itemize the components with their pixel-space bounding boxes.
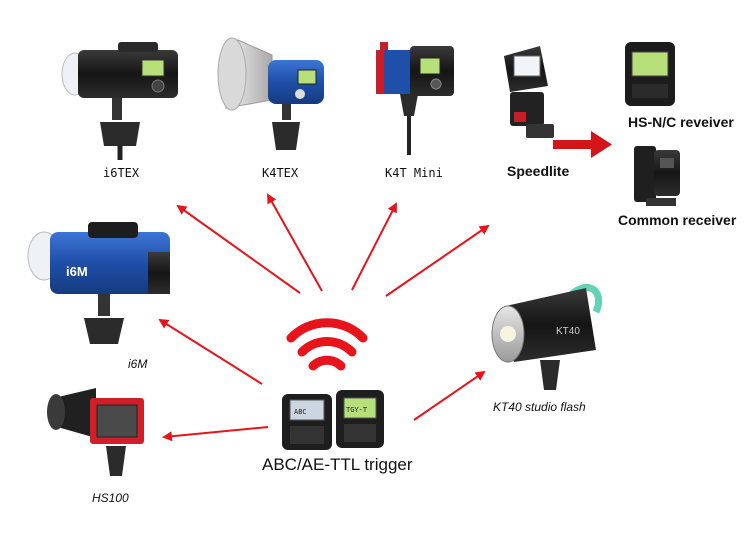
- arrow-to-kt40: [413, 370, 486, 421]
- arrow-speedlite-to-receivers: [553, 131, 612, 158]
- i6m-badge: i6M: [66, 264, 88, 279]
- i6m-flash-image: i6M: [27, 222, 170, 344]
- arrow-to-i6tex: [176, 204, 301, 294]
- hs100-light-image: [47, 388, 144, 476]
- arrow-to-k4t-mini: [351, 202, 397, 291]
- label-k4tex: K4TEX: [262, 166, 299, 180]
- label-i6tex: i6TEX: [103, 166, 140, 180]
- speedlite-image: [504, 46, 554, 138]
- label-common-receiver: Common receiver: [618, 212, 737, 228]
- arrow-to-i6m: [158, 318, 263, 385]
- arrow-to-k4tex: [267, 193, 323, 292]
- arrow-to-hs100: [162, 426, 269, 442]
- label-speedlite: Speedlite: [507, 163, 570, 179]
- i6tex-flash-image: [61, 42, 178, 160]
- label-trigger: ABC/AE-TTL trigger: [262, 455, 413, 474]
- label-hs100: HS100: [92, 491, 129, 505]
- label-hs-nc-receiver: HS-N/C reveiver: [628, 114, 734, 130]
- hs-nc-receiver-image: [625, 42, 675, 106]
- k4tex-flash-image: [217, 37, 324, 150]
- trigger-image: ABC TGY-T: [282, 390, 384, 450]
- common-receiver-image: [634, 146, 680, 206]
- label-k4t-mini: K4T Mini: [385, 166, 443, 180]
- arrow-to-speedlite: [385, 224, 490, 297]
- kt40-badge: KT40: [556, 326, 580, 337]
- arrows: [158, 131, 612, 442]
- kt40-flash-image: KT40: [491, 284, 603, 390]
- trigger-left-screen-text: ABC: [294, 408, 307, 416]
- label-i6m: i6M: [128, 357, 148, 371]
- k4t-mini-flash-image: [376, 42, 454, 155]
- label-kt40: KT40 studio flash: [493, 400, 586, 414]
- trigger-right-screen-text: TGY-T: [346, 406, 368, 414]
- wifi-signal-icon: [286, 318, 368, 371]
